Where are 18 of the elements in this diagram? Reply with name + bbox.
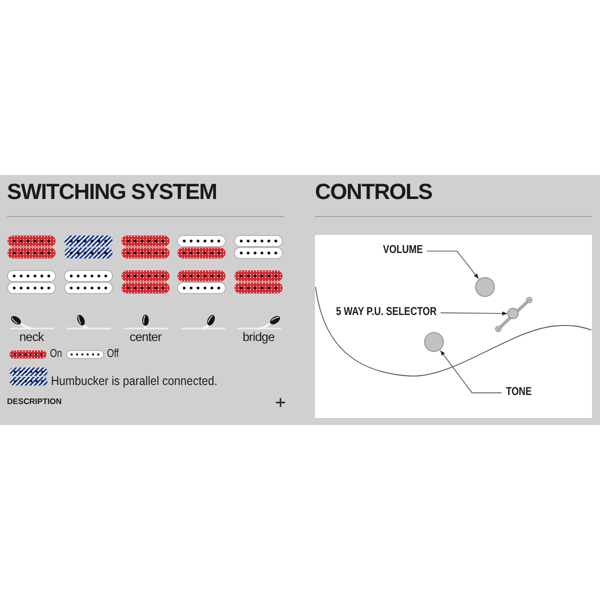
legend-text: Humbucker is parallel connected. xyxy=(51,374,218,387)
selector-switch xyxy=(493,295,533,333)
leader-line xyxy=(426,250,479,279)
position-label: neck xyxy=(19,330,44,343)
callout-label: TONE xyxy=(506,387,532,398)
legend-text: Off xyxy=(107,348,119,360)
control-knob xyxy=(475,277,495,297)
callout-label: 5 WAY P.U. SELECTOR xyxy=(336,307,437,318)
callout-label: VOLUME xyxy=(383,245,423,257)
leader-line xyxy=(440,350,502,394)
control-knob xyxy=(424,332,444,352)
section-heading: CONTROLS xyxy=(315,180,432,202)
position-label: bridge xyxy=(242,330,274,343)
legend-text: On xyxy=(50,348,62,360)
accordion-title: DESCRIPTION xyxy=(7,398,62,406)
position-label: center xyxy=(130,330,162,343)
section-heading: SWITCHING SYSTEM xyxy=(7,180,217,202)
leader-line xyxy=(440,311,508,316)
